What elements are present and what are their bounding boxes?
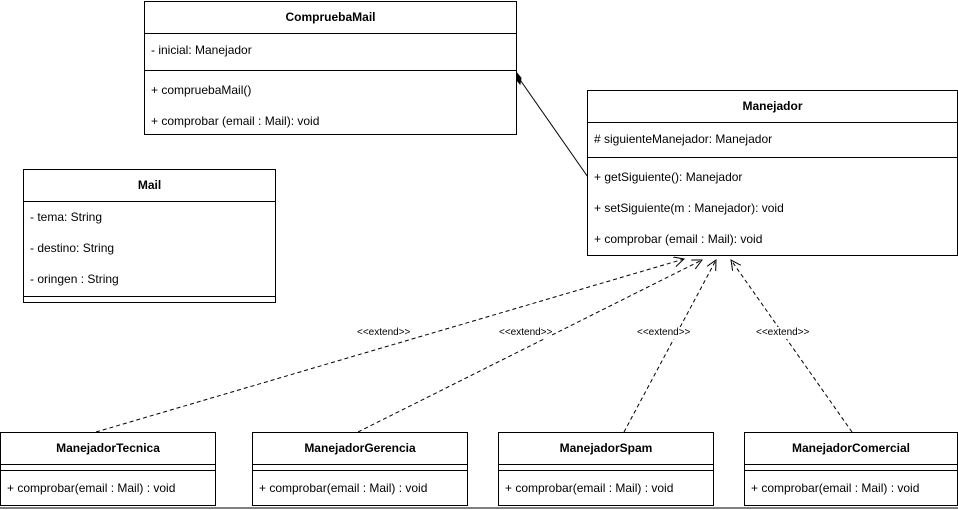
extend-line-spam — [623, 260, 716, 433]
class-name: ManejadorGerencia — [253, 433, 467, 465]
attribute-row: # siguienteManejador: Manejador — [594, 132, 773, 146]
extend-label-gerencia: <<extend>> — [499, 327, 553, 339]
class-name: CompruebaMail — [145, 2, 516, 34]
class-manejadorcomercial[interactable]: ManejadorComercial + comprobar(email : M… — [744, 432, 958, 506]
method-row: + compruebaMail() — [151, 83, 252, 97]
method-row: + getSiguiente(): Manejador — [594, 170, 743, 184]
attributes-section: # siguienteManejador: Manejador — [588, 123, 957, 158]
methods-section: + comprobar(email : Mail) : void — [253, 471, 467, 505]
attribute-row: - destino: String — [30, 241, 115, 255]
methods-section: + comprobar(email : Mail) : void — [499, 471, 713, 505]
class-mail[interactable]: Mail - tema: String - destino: String - … — [23, 169, 276, 303]
attributes-section — [253, 465, 467, 471]
class-compruebamail[interactable]: CompruebaMail - inicial: Manejador + com… — [144, 1, 517, 135]
class-manejadorspam[interactable]: ManejadorSpam + comprobar(email : Mail) … — [498, 432, 714, 506]
class-name: Manejador — [588, 91, 957, 123]
method-row: + comprobar (email : Mail): void — [151, 114, 320, 128]
methods-section: + getSiguiente(): Manejador + setSiguien… — [588, 158, 957, 255]
attribute-row: - inicial: Manejador — [151, 43, 252, 57]
extend-line-comercial — [731, 260, 853, 433]
methods-section: + comprobar(email : Mail) : void — [745, 471, 957, 505]
method-row: + setSiguiente(m : Manejador): void — [594, 201, 784, 215]
attributes-section — [745, 465, 957, 471]
extend-label-tecnica: <<extend>> — [357, 327, 411, 339]
class-manejadorgerencia[interactable]: ManejadorGerencia + comprobar(email : Ma… — [252, 432, 468, 506]
method-row: + comprobar(email : Mail) : void — [505, 481, 674, 495]
composition-line — [515, 73, 591, 181]
attribute-row: - oringen : String — [30, 272, 119, 286]
method-row: + comprobar(email : Mail) : void — [7, 481, 176, 495]
class-name: ManejadorComercial — [745, 433, 957, 465]
attribute-row: - tema: String — [30, 210, 103, 224]
class-manejador[interactable]: Manejador # siguienteManejador: Manejado… — [587, 90, 958, 256]
attributes-section: - tema: String - destino: String - oring… — [24, 202, 275, 297]
method-row: + comprobar (email : Mail): void — [594, 232, 763, 246]
class-name: ManejadorTecnica — [1, 433, 215, 465]
class-name: ManejadorSpam — [499, 433, 713, 465]
extend-line-gerencia — [357, 260, 702, 433]
method-row: + comprobar(email : Mail) : void — [259, 481, 428, 495]
attributes-section — [499, 465, 713, 471]
extend-label-comercial: <<extend>> — [756, 327, 810, 339]
class-name: Mail — [24, 170, 275, 202]
methods-section: + comprobar(email : Mail) : void — [1, 471, 215, 505]
attributes-section — [1, 465, 215, 471]
class-manejadortecnica[interactable]: ManejadorTecnica + comprobar(email : Mai… — [0, 432, 216, 506]
extend-label-spam: <<extend>> — [637, 327, 691, 339]
attributes-section: - inicial: Manejador — [145, 34, 516, 71]
method-row: + comprobar(email : Mail) : void — [751, 481, 920, 495]
methods-section: + compruebaMail() + comprobar (email : M… — [145, 71, 516, 137]
